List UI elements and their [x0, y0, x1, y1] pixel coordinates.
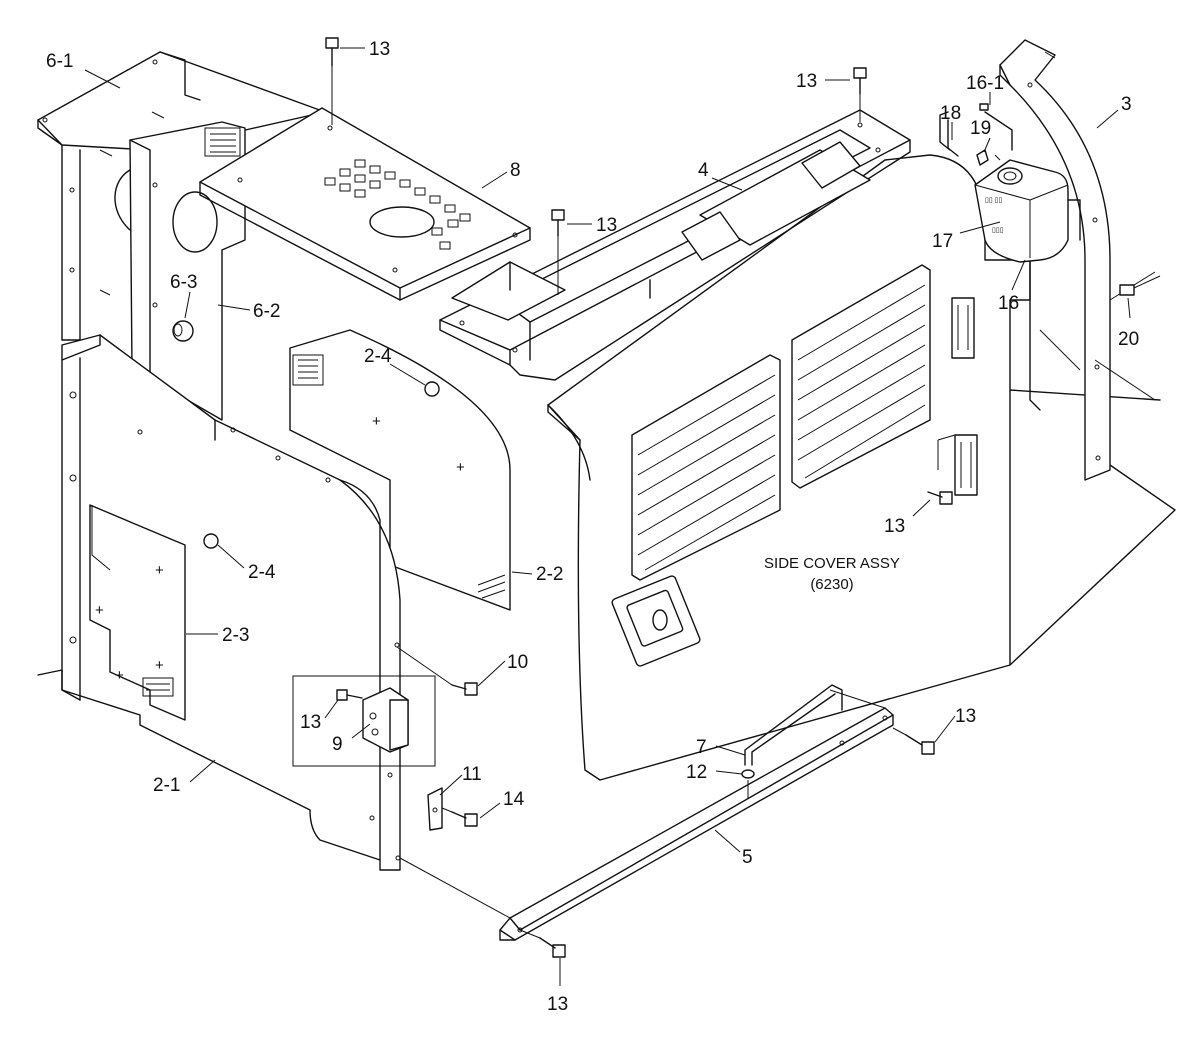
- callout-16: 16: [998, 293, 1019, 314]
- hose-18: [939, 111, 959, 157]
- svg-text:+: +: [155, 562, 164, 579]
- callout-7: 7: [696, 737, 707, 758]
- grommet-6-3: [172, 320, 194, 342]
- grommet-2-4: [203, 381, 440, 549]
- callout-labels: 6-1 13 13 16-1 3 18 19 8 4 13 17 6-3 6-2…: [46, 39, 1139, 1015]
- callout-13-top2: 13: [796, 71, 817, 92]
- assembly-caption: SIDE COVER ASSY (6230): [764, 555, 900, 593]
- vertical-bracket-3: [999, 39, 1156, 481]
- catch-11: [427, 787, 443, 831]
- insulation-pad-2-3: + + + +: [89, 504, 186, 721]
- reservoir-tank-16: ▯▯ ▯▯ ▯▯▯: [974, 159, 1081, 263]
- callout-13-mid: 13: [596, 215, 617, 236]
- callout-2-4-lower: 2-4: [248, 562, 276, 583]
- top-plate-8: [199, 107, 531, 301]
- svg-text:+: +: [115, 667, 124, 684]
- callout-16-1: 16-1: [966, 73, 1004, 94]
- callout-2-3: 2-3: [222, 625, 249, 646]
- callout-2-2: 2-2: [536, 564, 563, 585]
- tank-stamp-text: ▯▯ ▯▯: [985, 197, 1003, 204]
- callout-9: 9: [332, 734, 343, 755]
- callout-6-3: 6-3: [170, 272, 197, 293]
- callout-18: 18: [940, 103, 961, 124]
- svg-text:+: +: [155, 657, 164, 674]
- side-panel-2-2: + +: [289, 329, 511, 611]
- callout-6-1: 6-1: [46, 51, 73, 72]
- svg-text:+: +: [95, 602, 104, 619]
- nut-12: [741, 769, 755, 798]
- callout-13-bottom: 13: [547, 994, 568, 1015]
- svg-text:+: +: [372, 413, 381, 430]
- latch-assembly-9: [292, 675, 436, 767]
- fitting-16-1-and-cap-19: [976, 103, 1013, 166]
- callout-13-rail: 13: [955, 706, 976, 727]
- callout-2-1: 2-1: [153, 775, 180, 796]
- callout-13-right: 13: [884, 516, 905, 537]
- caption-title: SIDE COVER ASSY: [764, 555, 900, 572]
- tank-stamp-text-2: ▯▯▯: [992, 227, 1004, 234]
- bolts: [325, 37, 1161, 958]
- callout-12: 12: [686, 762, 707, 783]
- callout-13-top: 13: [369, 39, 390, 60]
- side-panel-6-2: [114, 121, 246, 421]
- callout-4: 4: [698, 160, 709, 181]
- svg-text:+: +: [456, 459, 465, 476]
- caption-ref: (6230): [810, 576, 853, 593]
- callout-20: 20: [1118, 329, 1139, 350]
- callout-11: 11: [462, 764, 482, 785]
- callout-8: 8: [510, 160, 521, 181]
- callout-17: 17: [932, 231, 953, 252]
- callout-19: 19: [970, 118, 991, 139]
- leader-lines: [84, 47, 1131, 986]
- callout-2-4-upper: 2-4: [364, 346, 392, 367]
- callout-5: 5: [742, 847, 753, 868]
- callout-10: 10: [507, 652, 528, 673]
- callout-13-latch: 13: [300, 712, 321, 733]
- small-bracket: [451, 261, 566, 321]
- callout-14: 14: [503, 789, 525, 810]
- callout-6-2: 6-2: [253, 301, 280, 322]
- side-cover-assy: [547, 154, 1176, 781]
- callout-3: 3: [1121, 94, 1132, 115]
